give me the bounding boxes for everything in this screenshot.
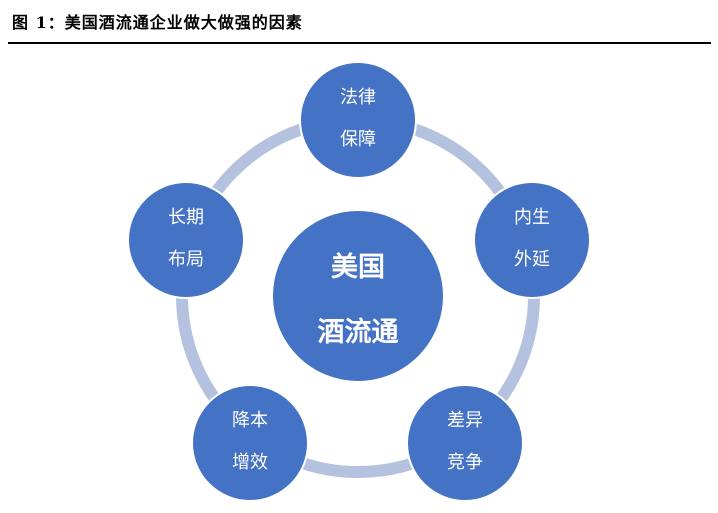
factor-circle	[406, 384, 524, 502]
center-node: 美国 酒流通	[271, 209, 445, 383]
figure-title: 图 1：美国酒流通企业做大做强的因素	[12, 13, 303, 32]
factor-node-differentiated-competition: 差异 竞争	[406, 384, 524, 502]
center-circle	[271, 209, 445, 383]
factor-node-organic-external-growth: 内生 外延	[473, 181, 591, 299]
factor-label-line2: 竞争	[447, 452, 483, 473]
factor-circle	[473, 181, 591, 299]
factor-label-line1: 差异	[447, 410, 483, 431]
factor-node-cost-reduction: 降本 增效	[191, 384, 309, 502]
factor-label-line1: 降本	[232, 410, 268, 431]
factor-node-long-term-layout: 长期 布局	[127, 181, 245, 299]
title-divider	[8, 42, 711, 44]
factor-label-line2: 外延	[514, 249, 550, 270]
factor-label-line2: 布局	[168, 249, 204, 270]
center-label-line1: 美国	[331, 251, 385, 283]
factor-label-line2: 保障	[340, 129, 376, 150]
factor-label-line1: 法律	[340, 87, 376, 108]
center-label-line2: 酒流通	[318, 317, 399, 348]
factor-circle	[191, 384, 309, 502]
factor-circle	[127, 181, 245, 299]
factor-circle	[299, 61, 417, 179]
factor-label-line1: 长期	[168, 207, 204, 228]
factor-label-line1: 内生	[514, 207, 550, 228]
factor-node-legal-protection: 法律 保障	[299, 61, 417, 179]
factor-label-line2: 增效	[232, 452, 268, 473]
